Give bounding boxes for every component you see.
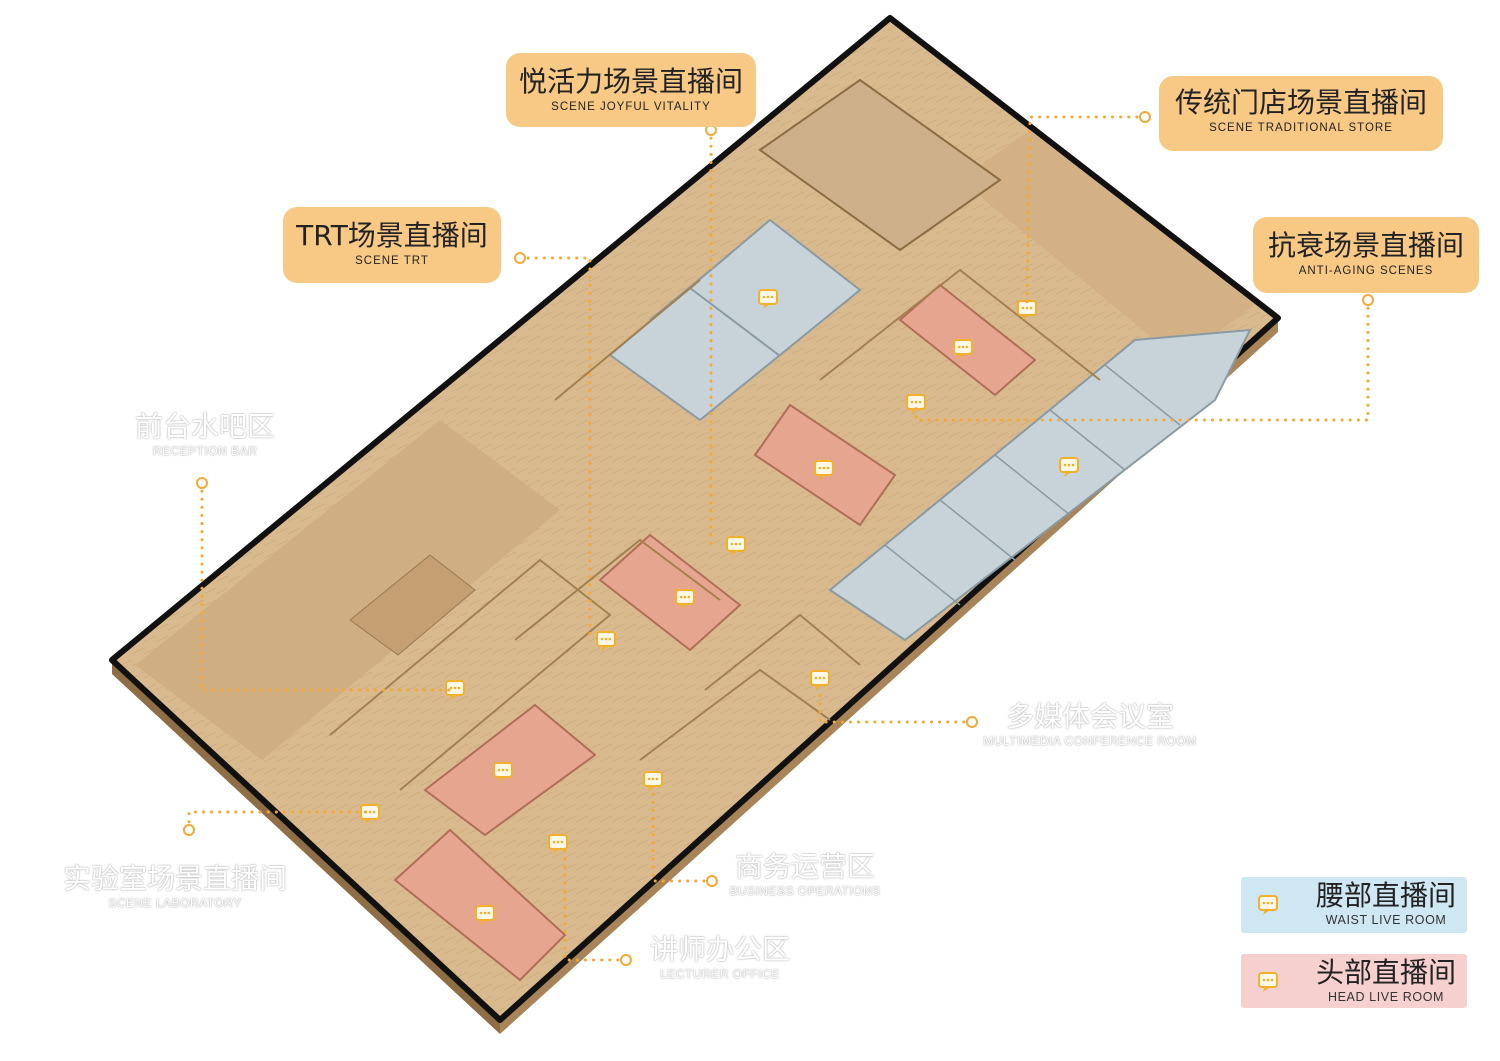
callout-subtitle: SCENE TRADITIONAL STORE <box>1209 122 1393 134</box>
zone-reception-bar: 前台水吧区 RECEPTION BAR <box>100 410 310 458</box>
reception-hall-floor <box>135 420 560 760</box>
waist-rooms <box>608 218 1252 642</box>
chat-bubble-icon <box>1258 895 1278 916</box>
chat-bubble-icon <box>1258 972 1278 993</box>
callout-joyful-vitality: 悦活力场景直播间 SCENE JOYFUL VITALITY <box>506 53 756 127</box>
zone-scene-laboratory: 实验室场景直播间 SCENE LABORATORY <box>45 862 305 910</box>
zone-subtitle: LECTURER OFFICE <box>660 967 780 981</box>
callout-trt: TRT场景直播间 SCENE TRT <box>283 207 501 283</box>
callout-title: 传统门店场景直播间 <box>1174 86 1427 119</box>
callout-subtitle: SCENE TRT <box>355 255 429 267</box>
zone-title: 前台水吧区 <box>134 410 275 443</box>
legend-subtitle: WAIST LIVE ROOM <box>1325 913 1447 927</box>
zone-subtitle: RECEPTION BAR <box>152 444 258 458</box>
zone-subtitle: SCENE LABORATORY <box>108 896 242 910</box>
room-traditional-store <box>758 78 1002 252</box>
legend-head-live-room: 头部直播间 HEAD LIVE ROOM <box>1241 954 1467 1008</box>
callout-title: 悦活力场景直播间 <box>518 65 743 98</box>
legend-title: 头部直播间 <box>1315 956 1456 989</box>
zone-subtitle: BUSINESS OPERATIONS <box>729 884 881 898</box>
partition-walls <box>329 268 1101 791</box>
zone-title: 商务运营区 <box>734 850 875 883</box>
callout-traditional-store: 传统门店场景直播间 SCENE TRADITIONAL STORE <box>1159 76 1443 151</box>
building-floor <box>109 15 1281 1023</box>
zone-title: 讲师办公区 <box>649 933 790 966</box>
legend-title: 腰部直播间 <box>1315 879 1456 912</box>
zone-subtitle: MULTIMEDIA CONFERENCE ROOM <box>983 734 1197 748</box>
zone-multimedia-conference: 多媒体会议室 MULTIMEDIA CONFERENCE ROOM <box>975 700 1205 748</box>
callout-title: 抗衰场景直播间 <box>1267 229 1464 262</box>
callout-anti-aging: 抗衰场景直播间 ANTI-AGING SCENES <box>1253 217 1479 293</box>
callout-subtitle: SCENE JOYFUL VITALITY <box>551 101 711 113</box>
legend-subtitle: HEAD LIVE ROOM <box>1327 990 1445 1004</box>
zone-title: 多媒体会议室 <box>1005 700 1174 733</box>
callout-subtitle: ANTI-AGING SCENES <box>1298 265 1434 277</box>
callout-title: TRT场景直播间 <box>296 219 488 252</box>
leader-endpoints <box>183 111 1374 966</box>
right-strip <box>960 130 1255 360</box>
zone-business-operations: 商务运营区 BUSINESS OPERATIONS <box>720 850 890 898</box>
leader-lines <box>187 115 1370 962</box>
zone-lecturer-office: 讲师办公区 LECTURER OFFICE <box>630 933 810 981</box>
reception-bar-block <box>349 554 476 656</box>
legend-waist-live-room: 腰部直播间 WAIST LIVE ROOM <box>1241 877 1467 933</box>
zone-title: 实验室场景直播间 <box>62 862 287 895</box>
